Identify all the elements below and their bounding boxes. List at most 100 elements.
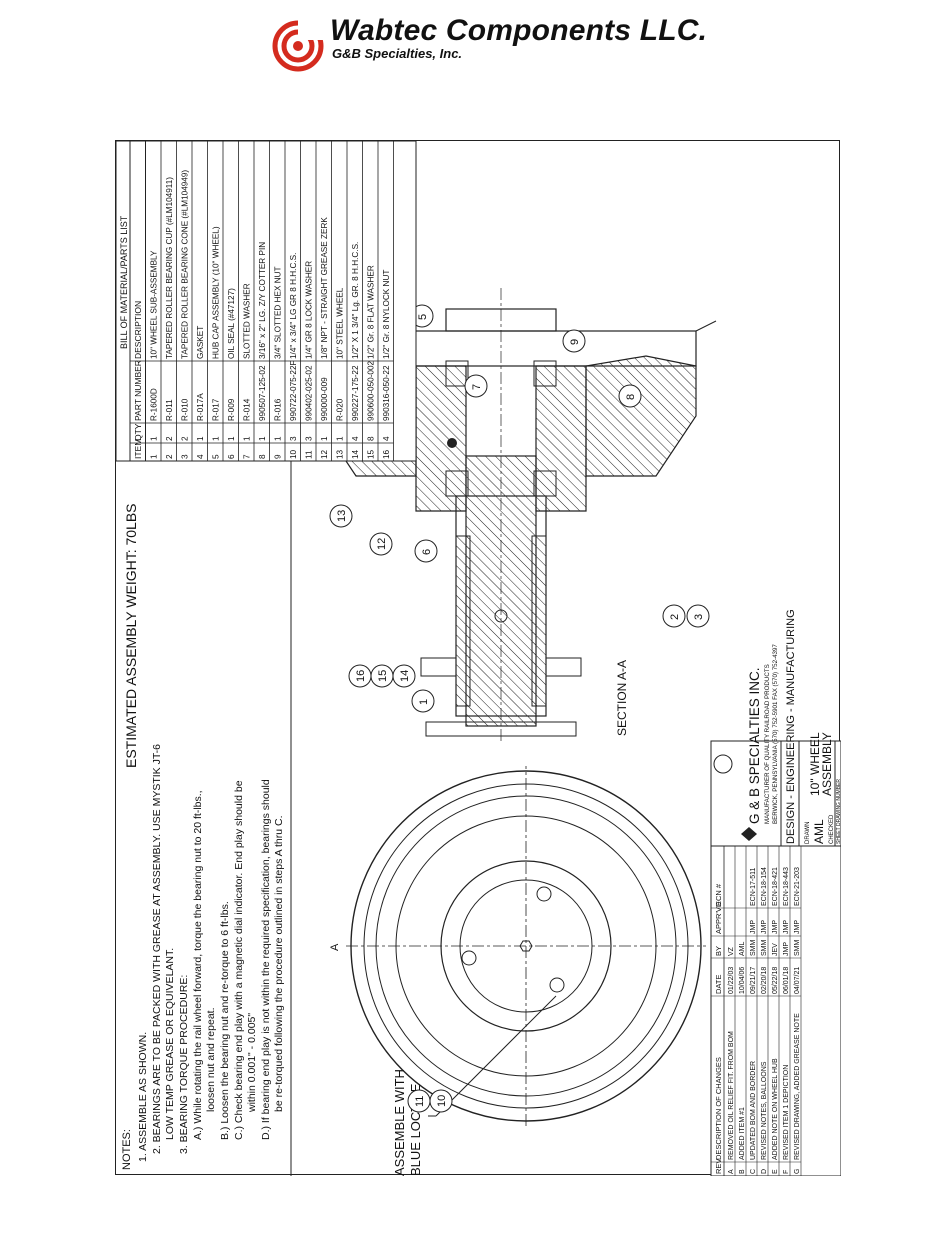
notes-header: NOTES: bbox=[121, 1129, 133, 1170]
bom-cell: 1 bbox=[320, 436, 329, 441]
revision-cell: ECN-21-203 bbox=[794, 867, 801, 906]
bom-cell: 3 bbox=[289, 436, 298, 441]
bom-cell: 1 bbox=[258, 436, 267, 441]
revision-cell: ECN-18-421 bbox=[772, 867, 779, 906]
bom-cell: 10" STEEL WHEEL bbox=[336, 287, 345, 359]
bom-cell: R-017 bbox=[212, 398, 221, 421]
bom-cell: 9 bbox=[274, 454, 283, 459]
bom-cell: OIL SEAL (#47127) bbox=[227, 288, 236, 359]
balloon-label: 15 bbox=[377, 670, 389, 682]
balloon-label: 10 bbox=[436, 1095, 448, 1107]
weight-note: ESTIMATED ASSEMBLY WEIGHT: 70LBS bbox=[123, 503, 139, 768]
bom-cell: 990507-125-02 bbox=[258, 365, 267, 421]
bom-cell: 1 bbox=[227, 436, 236, 441]
note-line: within 0.001" - 0.005" bbox=[246, 1013, 258, 1113]
title-address: BERWICK, PENNSYLVANIA (570) 752-5901 FAX… bbox=[772, 644, 779, 824]
revision-cell: JMP bbox=[783, 942, 790, 956]
bom-cell: 2 bbox=[165, 454, 174, 459]
bom-cell: 1/2" Gr. 8 NYLOCK NUT bbox=[382, 270, 391, 359]
engineering-drawing: NOTES: 1. ASSEMBLE AS SHOWN. 2. BEARINGS… bbox=[116, 141, 841, 1176]
bom-header: ITEM bbox=[133, 439, 143, 459]
revision-header: REV bbox=[714, 1159, 723, 1174]
note-line: 3. BEARING TORQUE PROCEDURE: bbox=[178, 975, 190, 1154]
revision-cell: D bbox=[761, 1169, 768, 1174]
revision-header: ECN # bbox=[714, 883, 723, 906]
revision-cell: UPDATED BOM AND BORDER bbox=[750, 1061, 757, 1160]
bom-cell: 1/2" Gr. 8 FLAT WASHER bbox=[367, 265, 376, 359]
bom-cell: 10" WHEEL SUB-ASSEMBLY bbox=[150, 250, 159, 359]
revision-cell: 06/01/18 bbox=[783, 967, 790, 994]
revision-cell: E bbox=[772, 1169, 779, 1174]
revision-cell: ADDED NOTE ON WHEEL HUB bbox=[772, 1058, 779, 1160]
bom-title: BILL OF MATERIAL/PARTS LIST bbox=[119, 215, 129, 349]
balloon-label: 2 bbox=[669, 614, 681, 620]
bom-cell: 14 bbox=[351, 449, 360, 459]
bom-cell: 990000-009 bbox=[320, 377, 329, 421]
bom-cell: 1 bbox=[150, 454, 159, 459]
bom-cell: 5 bbox=[212, 454, 221, 459]
revision-cell: JMP bbox=[794, 920, 801, 934]
bom-cell: 4 bbox=[196, 454, 205, 459]
wheel-face-view: A A bbox=[329, 766, 724, 1126]
revision-cell: 05/22/18 bbox=[772, 967, 779, 994]
bom-cell: 11 bbox=[305, 450, 314, 459]
letterhead: Wabtec Components LLC. G&B Specialties, … bbox=[0, 0, 950, 110]
bom-cell: R-011 bbox=[165, 399, 174, 421]
gb-logo-icon bbox=[713, 754, 733, 774]
bom-cell: 6 bbox=[227, 454, 236, 459]
revision-cell: REVISED ITEM 1 DEPICTION bbox=[783, 1065, 790, 1160]
bom-cell: 12 bbox=[320, 449, 329, 459]
bom-cell: 990722-075-22F bbox=[289, 360, 298, 421]
revision-header: DATE bbox=[714, 975, 723, 994]
section-label: SECTION A-A bbox=[615, 660, 629, 736]
bom-cell: 2 bbox=[181, 436, 190, 441]
revision-cell: C bbox=[750, 1169, 757, 1174]
note-line: C.) Check bearing end play with a magnet… bbox=[233, 780, 245, 1140]
balloon-label: 16 bbox=[355, 670, 367, 682]
bom-cell: 990227-175-22 bbox=[351, 365, 360, 421]
bom-cell: R-014 bbox=[243, 398, 252, 421]
note-line: 1. ASSEMBLE AS SHOWN. bbox=[137, 1032, 149, 1162]
bom-cell: SLOTTED WASHER bbox=[243, 283, 252, 359]
drawn-label: DRAWN bbox=[805, 822, 811, 844]
bom-cell: 990402-025-02 bbox=[305, 365, 314, 421]
bom-cell: 8 bbox=[258, 454, 267, 459]
revision-cell: JMP bbox=[750, 920, 757, 934]
bom-cell: 2 bbox=[165, 436, 174, 441]
revision-cell: VZ bbox=[728, 946, 735, 956]
bom-cell: 1 bbox=[243, 436, 252, 441]
revision-cell: 10/04/06 bbox=[739, 967, 746, 994]
bom-cell: 3/4" SLOTTED HEX NUT bbox=[274, 266, 283, 359]
revision-cell: 01/22/03 bbox=[728, 967, 735, 994]
gb-diamond-icon bbox=[741, 827, 757, 841]
balloon-label: 7 bbox=[471, 384, 483, 390]
revision-cell: ECN-18-154 bbox=[761, 867, 768, 906]
bom-cell: 1 bbox=[336, 436, 345, 441]
bom-cell: 13 bbox=[336, 449, 345, 459]
note-line: loosen nut and repeat. bbox=[205, 1008, 217, 1113]
balloon-label: 8 bbox=[625, 394, 637, 400]
drawing-title: 10" WHEEL bbox=[808, 732, 822, 796]
bom-header: PART NUMBER bbox=[133, 360, 143, 421]
bom-cell: 3 bbox=[181, 454, 190, 459]
revision-cell: JMP bbox=[783, 920, 790, 934]
bom-cell: TAPERED ROLLER BEARING CONE (#LM104949) bbox=[181, 170, 190, 359]
wabtec-logo-icon bbox=[272, 20, 324, 72]
revision-cell: A bbox=[728, 1169, 735, 1174]
bom-cell: 4 bbox=[351, 436, 360, 441]
revision-header: APPR'VD bbox=[714, 901, 723, 934]
revision-header: BY bbox=[714, 946, 723, 956]
title-company: G & B SPECIALTIES INC. bbox=[747, 667, 762, 824]
bom-cell: 3 bbox=[305, 436, 314, 441]
revision-cell: 02/20/18 bbox=[761, 967, 768, 994]
balloon-label: 3 bbox=[693, 614, 705, 620]
balloon-label: 1 bbox=[418, 699, 430, 705]
revision-cell: REVISED NOTES, BALLOONS bbox=[761, 1061, 768, 1160]
bom-cell: 10 bbox=[289, 449, 298, 459]
bom-cell: HUB CAP ASSEMBLY (10" WHEEL) bbox=[212, 226, 221, 359]
bom-cell: 1 bbox=[150, 436, 159, 441]
sheet-label: SHEET DRAWING NUMBER bbox=[836, 779, 841, 844]
revision-header: DESCRIPTION OF CHANGES bbox=[714, 1057, 723, 1160]
title-tagline: MANUFACTURER OF QUALITY RAILROAD PRODUCT… bbox=[764, 664, 771, 824]
bom-cell: 15 bbox=[367, 449, 376, 459]
